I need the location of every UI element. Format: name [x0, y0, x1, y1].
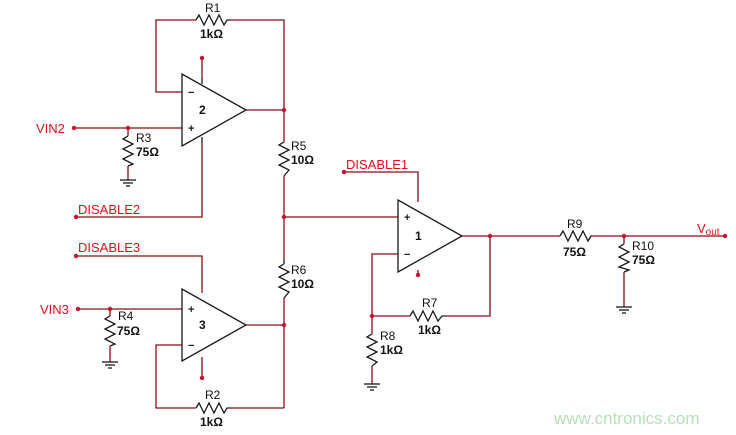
net-labels: VIN2 VIN3 DISABLE1 DISABLE2 DISABLE3 Vou…	[36, 121, 720, 317]
opamp-u3-minus: −	[188, 340, 194, 352]
terminal-u1-bot	[415, 272, 421, 278]
label-r5-value: 10Ω	[291, 153, 314, 167]
terminal-disable3	[73, 253, 79, 259]
net-label-disable2: DISABLE2	[78, 202, 140, 217]
opamp-u2-number: 2	[199, 103, 206, 117]
resistor-r9	[559, 229, 592, 243]
resistor-labels: R1 1kΩ R2 1kΩ R3 75Ω R4 75Ω R5 10Ω R6 10…	[117, 1, 655, 429]
net-label-vin3: VIN3	[40, 302, 69, 317]
terminal-vin3	[75, 306, 81, 312]
junction-r4	[107, 306, 113, 312]
label-r2-value: 1kΩ	[200, 415, 223, 429]
resistor-r4	[103, 315, 117, 347]
opamp-u1-plus: +	[404, 212, 410, 224]
label-r5-ref: R5	[291, 139, 307, 153]
resistor-r6	[277, 263, 291, 299]
junction-u2-out	[281, 107, 287, 113]
wire-u1-minus	[371, 253, 410, 317]
opamp-u3: + − 3	[181, 287, 248, 363]
ground-icon-r4	[102, 361, 118, 369]
watermark: www.cntronics.com	[553, 409, 699, 428]
resistor-symbols	[103, 13, 631, 415]
label-r6-value: 10Ω	[291, 277, 314, 291]
label-r7-ref: R7	[422, 296, 438, 310]
wire-r1-right	[230, 19, 285, 110]
ground-icon-r10	[616, 306, 632, 314]
label-r10-value: 75Ω	[632, 253, 655, 267]
wire-disable3	[76, 255, 203, 293]
label-r8-ref: R8	[380, 329, 396, 343]
junction-r3	[125, 125, 131, 131]
net-label-vout-sub: out	[706, 227, 720, 238]
label-r10-ref: R10	[632, 239, 654, 253]
opamp-u2-plus: +	[188, 123, 194, 135]
net-label-disable1: DISABLE1	[346, 157, 408, 172]
junction-r10	[621, 233, 627, 239]
label-r3-ref: R3	[136, 131, 152, 145]
opamp-u2-minus: −	[188, 87, 194, 99]
opamp-u3-plus: +	[188, 304, 194, 316]
wire-r7-right	[446, 236, 491, 317]
resistor-r10	[617, 243, 631, 273]
label-r4-value: 75Ω	[117, 324, 140, 338]
wire-disable2	[76, 143, 203, 218]
junction-u1-out	[487, 233, 493, 239]
resistor-r7	[409, 309, 446, 323]
opamp-u1-minus: −	[404, 249, 410, 261]
opamp-u3-body	[181, 287, 248, 363]
net-label-vout-main: V	[697, 221, 706, 236]
resistor-r3	[121, 135, 135, 167]
label-r8-value: 1kΩ	[380, 343, 403, 357]
wire-disable1	[344, 171, 419, 202]
grounds	[102, 179, 632, 391]
opamp-u3-number: 3	[199, 318, 206, 332]
opamp-u1-number: 1	[415, 229, 422, 243]
label-r4-ref: R4	[118, 309, 134, 323]
net-label-vin2: VIN2	[36, 121, 65, 136]
label-r1-value: 1kΩ	[200, 27, 223, 41]
terminal-disable1	[341, 169, 347, 175]
junction-u3-out	[281, 322, 287, 328]
terminal-disable2	[73, 214, 79, 220]
wire-r2-left	[155, 344, 196, 409]
resistor-r1	[195, 13, 230, 27]
label-r3-value: 75Ω	[136, 145, 159, 159]
net-label-disable3: DISABLE3	[78, 240, 140, 255]
terminal-u2-top	[199, 55, 205, 61]
terminal-u3-bot	[199, 375, 205, 381]
label-r1-ref: R1	[205, 1, 221, 15]
wires	[74, 19, 725, 409]
ground-icon-r3	[120, 179, 136, 187]
label-r9-ref: R9	[567, 217, 583, 231]
ground-icon-r8	[364, 383, 380, 391]
label-r6-ref: R6	[291, 263, 307, 277]
opamp-u1-body	[397, 198, 464, 274]
resistor-r5	[277, 141, 291, 177]
resistor-r8	[365, 333, 379, 367]
terminal-vout	[722, 233, 728, 239]
opamp-u2-body	[181, 72, 248, 148]
terminal-vin2	[71, 125, 77, 131]
label-r2-ref: R2	[205, 388, 221, 402]
junctions	[71, 55, 728, 381]
opamp-u2: − + 2	[181, 72, 248, 148]
net-label-vout: Vout	[697, 221, 720, 238]
opamp-u1: + − 1	[397, 198, 464, 274]
wire-r1-left	[155, 19, 196, 93]
label-r9-value: 75Ω	[563, 245, 586, 259]
resistor-r2	[195, 401, 230, 415]
label-r7-value: 1kΩ	[418, 323, 441, 337]
junction-sum	[281, 214, 287, 220]
junction-r8	[369, 313, 375, 319]
